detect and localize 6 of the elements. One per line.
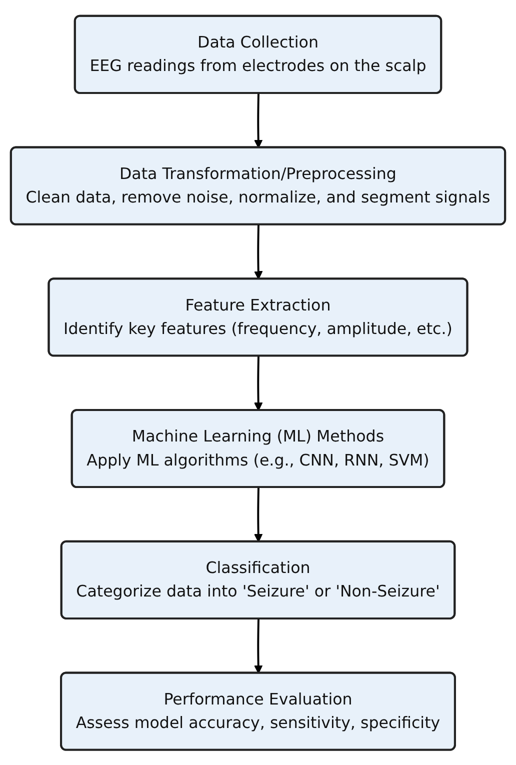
flowchart: Data Collection EEG readings from electrodes on the scalp Data Transformation/Preprocessing Clean data, remove noise, normalize, and segment signals Feature Extraction Identify key features (frequency, amplitude, etc.) Machine Learning (ML) Methods Apply ML algorithms (e.g., CNN, RNN, SVM) Classification Categorize data into 'Seizure' or 'Non-Seizure' Performance Evaluation Assess model accuracy, sensitivity, specificity <box>3 8 513 758</box>
arrow <box>254 487 263 542</box>
arrow <box>254 356 263 411</box>
arrow <box>254 224 263 280</box>
arrow <box>254 93 263 148</box>
arrow <box>254 618 263 674</box>
